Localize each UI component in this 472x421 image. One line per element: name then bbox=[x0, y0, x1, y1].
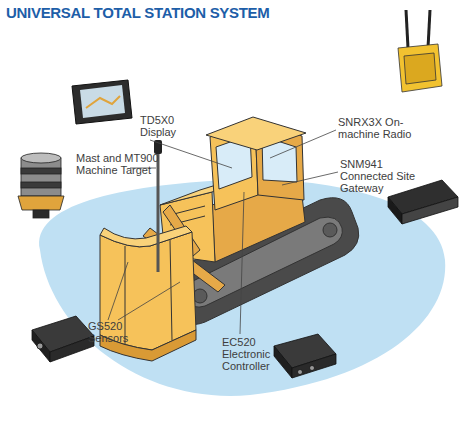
radio-face bbox=[404, 53, 436, 84]
controller bbox=[274, 334, 336, 378]
machine-target bbox=[18, 153, 64, 218]
display-body bbox=[72, 80, 132, 124]
part-label: Mast and MT900 Machine Target bbox=[76, 152, 160, 176]
target-body bbox=[21, 158, 61, 196]
radio bbox=[398, 10, 442, 92]
target-base bbox=[33, 210, 49, 218]
gateway-front bbox=[388, 197, 402, 224]
display-graphic bbox=[86, 96, 120, 108]
sensor-side bbox=[50, 336, 94, 362]
target-ring bbox=[21, 182, 61, 188]
blade-top bbox=[100, 226, 192, 247]
part-label: EC520 Electronic Controller bbox=[222, 336, 294, 372]
leader-line bbox=[118, 282, 180, 320]
leader-line bbox=[270, 130, 336, 158]
part-label: GS520 Sensors bbox=[88, 320, 144, 344]
part-label: SNM941 Connected Site Gateway bbox=[340, 158, 420, 194]
antenna bbox=[428, 10, 430, 48]
sensor bbox=[32, 316, 94, 362]
diagram-title: UNIVERSAL TOTAL STATION SYSTEM bbox=[6, 4, 270, 21]
display-screen bbox=[80, 85, 125, 118]
controller-connector bbox=[298, 370, 303, 375]
part-label: SNRX3X On-machine Radio bbox=[338, 116, 414, 140]
display-unit bbox=[72, 80, 132, 124]
leader-line bbox=[150, 140, 232, 168]
leader-line bbox=[108, 262, 128, 320]
target-ring bbox=[21, 168, 61, 174]
blade-rib bbox=[125, 246, 126, 344]
mast-pole bbox=[157, 152, 160, 272]
leader-line bbox=[282, 172, 338, 185]
track-wheel bbox=[323, 223, 337, 237]
leader-line bbox=[240, 192, 244, 334]
antenna bbox=[406, 10, 408, 48]
blade-rib bbox=[170, 240, 172, 340]
sensor-side bbox=[32, 330, 50, 362]
target-top bbox=[21, 153, 61, 163]
gateway-side bbox=[402, 197, 458, 224]
radio-body bbox=[398, 44, 442, 92]
cab-roof bbox=[206, 117, 306, 150]
target-base bbox=[18, 196, 64, 210]
controller-side bbox=[274, 346, 292, 378]
controller-side bbox=[292, 354, 336, 378]
sensor-connector bbox=[37, 343, 43, 349]
gateway bbox=[388, 180, 458, 224]
controller-connector bbox=[310, 366, 315, 371]
part-label: TD5X0 Display bbox=[140, 114, 192, 138]
